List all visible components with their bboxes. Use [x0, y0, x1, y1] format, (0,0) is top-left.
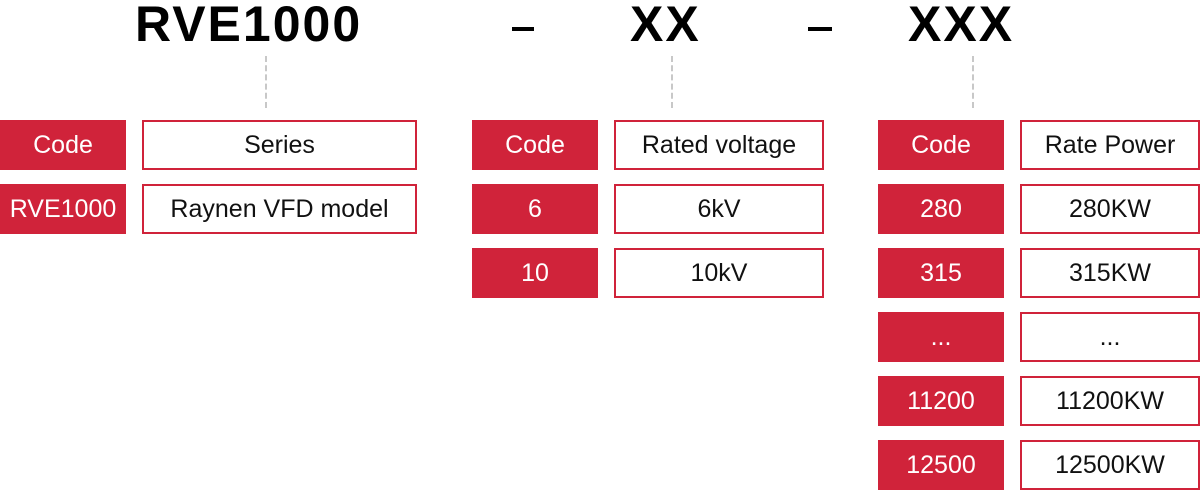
power-code-cell: 12500 [878, 440, 1004, 490]
voltage-code-cell: 6 [472, 184, 598, 234]
series-desc-header: Series [142, 120, 417, 170]
series-code-header: Code [0, 120, 126, 170]
power-desc-cell: ... [1020, 312, 1200, 362]
separator-dash-1 [512, 27, 534, 31]
power-desc-cell: 280KW [1020, 184, 1200, 234]
series-code-cell: RVE1000 [0, 184, 126, 234]
connector-power [972, 56, 974, 108]
model-voltage-code: XX [630, 0, 701, 52]
power-code-cell: 11200 [878, 376, 1004, 426]
voltage-desc-cell: 10kV [614, 248, 824, 298]
voltage-desc-header: Rated voltage [614, 120, 824, 170]
voltage-desc-cell: 6kV [614, 184, 824, 234]
connector-voltage [671, 56, 673, 108]
power-code-cell: 280 [878, 184, 1004, 234]
series-desc-cell: Raynen VFD model [142, 184, 417, 234]
model-power-code: XXX [908, 0, 1015, 52]
power-code-cell: ... [878, 312, 1004, 362]
connector-series [265, 56, 267, 108]
power-code-cell: 315 [878, 248, 1004, 298]
power-code-header: Code [878, 120, 1004, 170]
separator-dash-2 [808, 27, 832, 31]
power-desc-cell: 11200KW [1020, 376, 1200, 426]
model-series-code: RVE1000 [135, 0, 363, 52]
power-desc-cell: 315KW [1020, 248, 1200, 298]
voltage-code-header: Code [472, 120, 598, 170]
power-desc-header: Rate Power [1020, 120, 1200, 170]
power-desc-cell: 12500KW [1020, 440, 1200, 490]
voltage-code-cell: 10 [472, 248, 598, 298]
